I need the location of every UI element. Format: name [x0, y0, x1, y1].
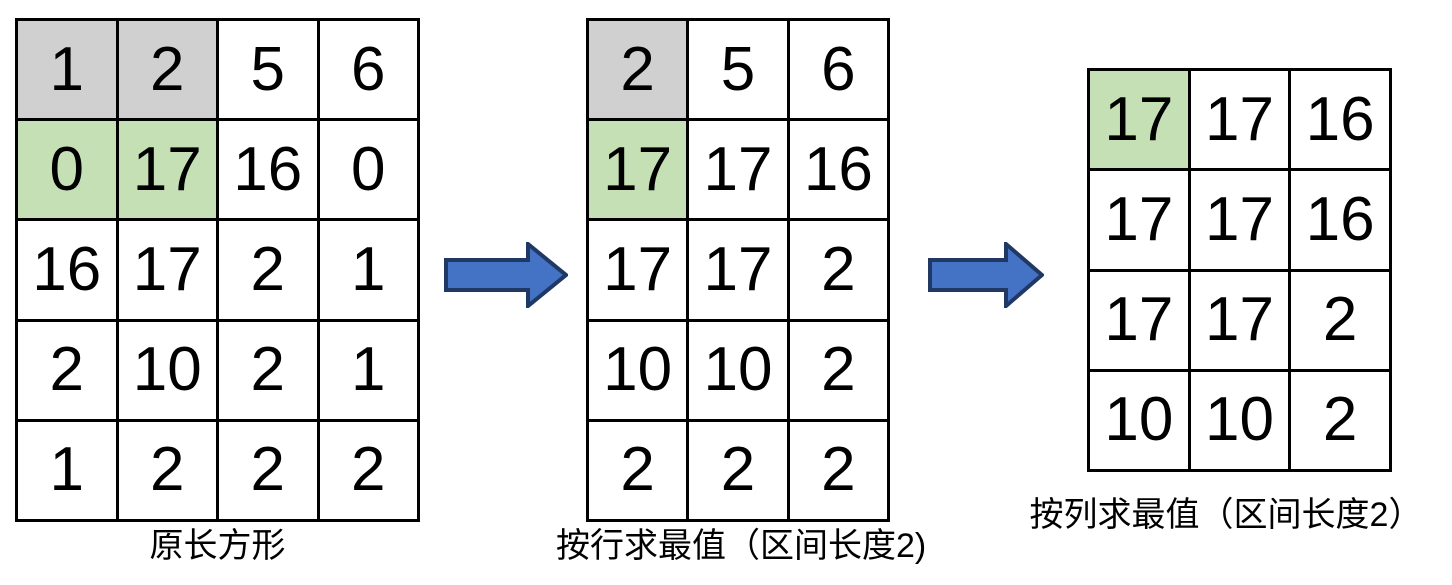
matrix-cell-r4-c1: 10	[589, 321, 690, 422]
matrix-cell-r1-c2: 2	[118, 21, 219, 122]
matrix-cell-r2-c3: 16	[789, 121, 890, 222]
matrix-cell-r4-c1: 2	[18, 321, 119, 422]
matrix-cell-r4-c4: 1	[319, 321, 420, 422]
matrix-cell-r5-c2: 2	[118, 421, 219, 522]
matrix-cell-r1-c2: 5	[689, 21, 790, 122]
matrix-cell-r1-c3: 6	[789, 21, 890, 122]
arrow-right-icon-1	[444, 239, 570, 311]
matrix-cell-r1-c3: 5	[219, 21, 320, 122]
matrix-cell-r3-c3: 2	[1291, 271, 1392, 372]
matrix-cell-r5-c1: 1	[18, 421, 119, 522]
matrix-cell-r1-c1: 17	[1090, 71, 1191, 172]
matrix-cell-r4-c1: 10	[1090, 371, 1191, 472]
arrow-right-glyph-2	[928, 239, 1046, 311]
caption-col-max: 按列求最值（区间长度2）	[1029, 496, 1423, 534]
matrix-cell-r2-c1: 17	[1090, 171, 1191, 272]
matrix-cell-r1-c4: 6	[319, 21, 420, 122]
matrix-cell-r1-c1: 1	[18, 21, 119, 122]
matrix-cell-r5-c4: 2	[319, 421, 420, 522]
matrix-cell-r3-c4: 1	[319, 221, 420, 322]
matrix-cell-r3-c2: 17	[1190, 271, 1292, 372]
matrix-cell-r1-c1: 2	[589, 21, 690, 122]
matrix-cell-r4-c3: 2	[1291, 371, 1392, 472]
matrix-cell-r4-c2: 10	[1190, 371, 1292, 472]
matrix-cell-r1-c2: 17	[1190, 71, 1292, 172]
arrow-right-icon-2	[928, 239, 1046, 311]
matrix-cell-r4-c2: 10	[118, 321, 219, 422]
matrix-cell-r3-c1: 17	[589, 221, 690, 322]
matrix-cell-r3-c3: 2	[219, 221, 320, 322]
matrix-cell-r2-c2: 17	[689, 121, 790, 222]
matrix-cell-r4-c3: 2	[789, 321, 890, 422]
matrix-cell-r5-c3: 2	[789, 421, 890, 522]
matrix-cell-r2-c2: 17	[1190, 171, 1292, 272]
matrix-cell-r3-c2: 17	[118, 221, 219, 322]
matrix-cell-r3-c1: 16	[18, 221, 119, 322]
matrix-cell-r2-c1: 17	[589, 121, 690, 222]
matrix-cell-r5-c1: 2	[589, 421, 690, 522]
caption-original: 原长方形	[149, 527, 286, 565]
matrix-cell-r3-c2: 17	[689, 221, 790, 322]
matrix-cell-r5-c3: 2	[219, 421, 320, 522]
arrow-right-glyph-1	[444, 239, 570, 311]
matrix-cell-r2-c4: 0	[319, 121, 420, 222]
matrix-cell-r3-c1: 17	[1090, 271, 1191, 372]
matrix-cell-r3-c3: 2	[789, 221, 890, 322]
matrix-cell-r2-c3: 16	[219, 121, 320, 222]
matrix-cell-r4-c3: 2	[219, 321, 320, 422]
matrix-cell-r2-c2: 17	[118, 121, 219, 222]
matrix-cell-r5-c2: 2	[689, 421, 790, 522]
matrix-cell-r2-c1: 0	[18, 121, 119, 222]
matrix-cell-r4-c2: 10	[689, 321, 790, 422]
caption-row-max: 按行求最值（区间长度2)	[556, 527, 927, 565]
matrix-cell-r2-c3: 16	[1291, 171, 1392, 272]
matrix-cell-r1-c3: 16	[1291, 71, 1392, 172]
